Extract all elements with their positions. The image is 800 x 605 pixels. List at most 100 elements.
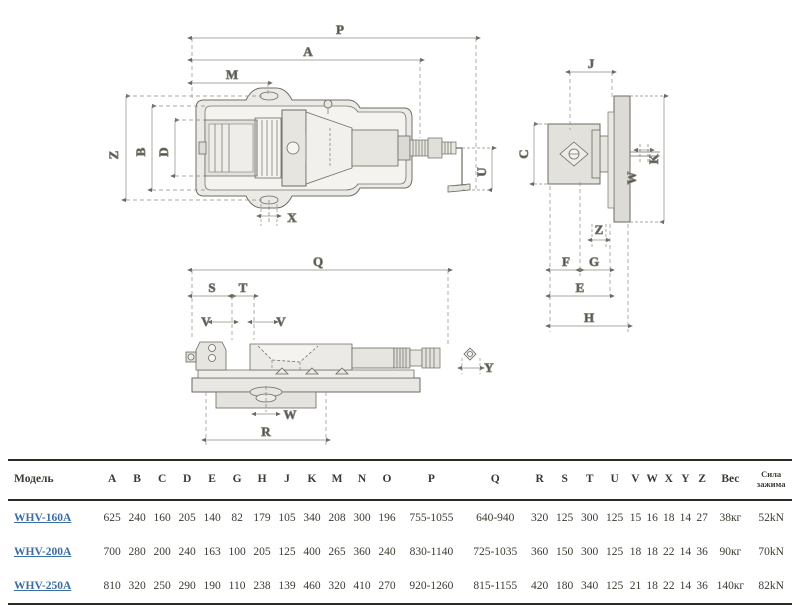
dim-label-T: T — [239, 280, 248, 295]
column-header-Z: Z — [693, 459, 711, 501]
specification-table-container: Модель A B C D E G H J K M N O P Q R S T… — [8, 459, 792, 605]
clamping-force-cell: 82kN — [750, 568, 792, 605]
model-cell: WHV-250A — [8, 568, 100, 605]
column-header-H: H — [249, 459, 275, 501]
dim-label-M: M — [226, 67, 238, 82]
column-header-N: N — [349, 459, 375, 501]
dim-label-W-side: W — [624, 172, 639, 185]
dim-label-J: J — [588, 56, 595, 71]
clamping-force-cell: 70kN — [758, 545, 784, 558]
spec-cell: 16 — [646, 511, 658, 524]
dim-label-K: K — [646, 153, 661, 164]
spec-cell: 320 — [531, 511, 549, 524]
spec-cell: 125 — [606, 545, 624, 558]
column-header-D: D — [174, 459, 200, 501]
column-header-S: S — [552, 459, 578, 501]
side-view-geometry — [547, 95, 660, 223]
dim-label-U: U — [474, 167, 489, 177]
column-header-X: X — [660, 459, 678, 501]
model-link[interactable]: WHV-160A — [14, 511, 72, 524]
column-header-C: C — [149, 459, 175, 501]
spec-cell: 14 — [677, 568, 694, 605]
dim-label-V-right: V — [276, 314, 286, 329]
column-header-A: A — [99, 459, 125, 501]
spec-cell: 625 — [103, 511, 121, 524]
spec-cell: 815-1155 — [463, 568, 528, 605]
column-header-V: V — [627, 459, 644, 501]
spec-cell: 200 — [153, 545, 171, 558]
dim-label-H: H — [584, 310, 594, 325]
spec-cell: 280 — [128, 545, 146, 558]
column-header-W: W — [643, 459, 661, 501]
dim-label-P: P — [336, 22, 344, 37]
spec-cell: 755-1055 — [409, 511, 454, 524]
spec-cell: 830-1140 — [409, 545, 454, 558]
spec-cell: 340 — [577, 568, 603, 605]
spec-cell: 14 — [679, 511, 692, 524]
spec-cell: 82 — [231, 511, 243, 524]
spec-cell: 110 — [224, 568, 250, 605]
spec-cell: 360 — [531, 545, 549, 558]
spec-cell: 240 — [378, 545, 396, 558]
spec-cell: 238 — [249, 568, 275, 605]
spec-cell: 14 — [679, 545, 692, 558]
column-header-E: E — [199, 459, 225, 501]
spec-cell: 400 — [303, 545, 321, 558]
spec-cell: 180 — [552, 568, 578, 605]
column-header-G: G — [224, 459, 250, 501]
spec-cell: 320 — [324, 568, 350, 605]
spec-cell: 240 — [128, 511, 146, 524]
column-header-Y: Y — [677, 459, 694, 501]
dim-label-F: F — [562, 254, 570, 269]
spec-cell: 700 — [103, 545, 121, 558]
table-header: Модель A B C D E G H J K M N O P Q R S T… — [8, 459, 792, 501]
dim-label-B: B — [133, 147, 148, 156]
dim-label-S: S — [208, 280, 215, 295]
dim-label-V-left: V — [201, 314, 211, 329]
model-link[interactable]: WHV-200A — [14, 545, 72, 558]
side-view-dimensions — [529, 69, 669, 332]
front-view-geometry — [185, 341, 477, 412]
top-view-dimensions — [121, 35, 497, 226]
spec-cell: 300 — [353, 511, 371, 524]
specification-table: Модель A B C D E G H J K M N O P Q R S T… — [8, 459, 792, 605]
column-header-U: U — [602, 459, 628, 501]
spec-cell: 139 — [274, 568, 300, 605]
dim-label-Y: Y — [484, 360, 494, 375]
column-header-M: M — [324, 459, 350, 501]
column-header-B: B — [124, 459, 150, 501]
spec-cell: 18 — [643, 568, 661, 605]
front-view-labels: Q S T V V W R Y — [201, 254, 495, 440]
spec-cell: 15 — [629, 511, 642, 524]
top-view-geometry — [195, 87, 471, 222]
model-link[interactable]: WHV-250A — [14, 579, 72, 592]
spec-cell: 18 — [646, 545, 658, 558]
spec-cell: 100 — [228, 545, 246, 558]
spec-cell: 640-940 — [476, 511, 515, 524]
dim-label-A: A — [303, 44, 313, 59]
spec-cell: 36 — [693, 568, 711, 605]
column-header-K: K — [299, 459, 325, 501]
spec-cell: 208 — [328, 511, 346, 524]
front-view-dimensions — [187, 267, 485, 446]
spec-cell: 240 — [178, 545, 196, 558]
column-header-T: T — [577, 459, 603, 501]
spec-cell: 18 — [629, 545, 642, 558]
model-cell: WHV-200A — [8, 535, 100, 569]
dim-label-E: E — [576, 280, 585, 295]
spec-cell: 460 — [299, 568, 325, 605]
spec-cell: 300 — [581, 545, 599, 558]
clamping-force-line-2: зажима — [756, 478, 786, 489]
spec-cell: 810 — [99, 568, 125, 605]
column-header-R: R — [527, 459, 553, 501]
spec-cell: 360 — [353, 545, 371, 558]
weight-cell: 38кг — [719, 511, 742, 524]
column-header-weight: Вес — [710, 459, 751, 501]
spec-cell: 410 — [349, 568, 375, 605]
dim-label-D: D — [156, 147, 171, 156]
spec-cell: 125 — [278, 545, 296, 558]
